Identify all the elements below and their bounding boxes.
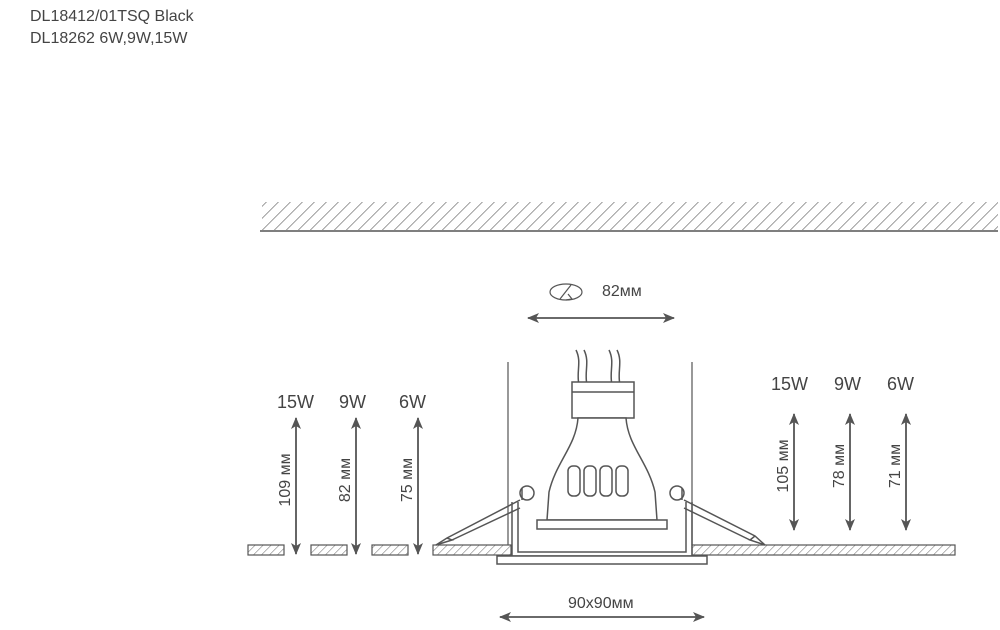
ceiling-panel [247, 544, 956, 556]
left-dim-15w: 109 мм [277, 453, 294, 506]
frame-label: 90x90мм [568, 595, 634, 612]
spring-clip-right [669, 485, 766, 546]
right-dim-15w: 105 мм [775, 439, 792, 492]
left-dim-9w: 82 мм [337, 458, 354, 502]
left-heights: 15W 9W 6W 109 мм 82 мм 75 мм [277, 392, 426, 555]
frame-dimension: 90x90мм [499, 595, 705, 622]
left-power-6w: 6W [399, 392, 426, 412]
left-power-9w: 9W [339, 392, 366, 412]
cutout-label: 82мм [602, 283, 642, 300]
right-dim-9w: 78 мм [831, 444, 848, 488]
left-power-15w: 15W [277, 392, 314, 412]
model-title: DL18412/01TSQ Black [30, 8, 194, 25]
left-dim-6w: 75 мм [399, 458, 416, 502]
ceiling [260, 202, 998, 232]
cutout-dimension: 82мм [527, 283, 675, 323]
variant-title: DL18262 6W,9W,15W [30, 30, 188, 47]
right-power-6w: 6W [887, 374, 914, 394]
lamp-module [496, 349, 708, 565]
right-heights: 15W 9W 6W 105 мм 78 мм 71 мм [771, 374, 914, 531]
right-power-15w: 15W [771, 374, 808, 394]
right-power-9w: 9W [834, 374, 861, 394]
cutout-diameter-icon [549, 283, 583, 301]
right-dim-6w: 71 мм [887, 444, 904, 488]
spring-clip-left [435, 485, 535, 546]
